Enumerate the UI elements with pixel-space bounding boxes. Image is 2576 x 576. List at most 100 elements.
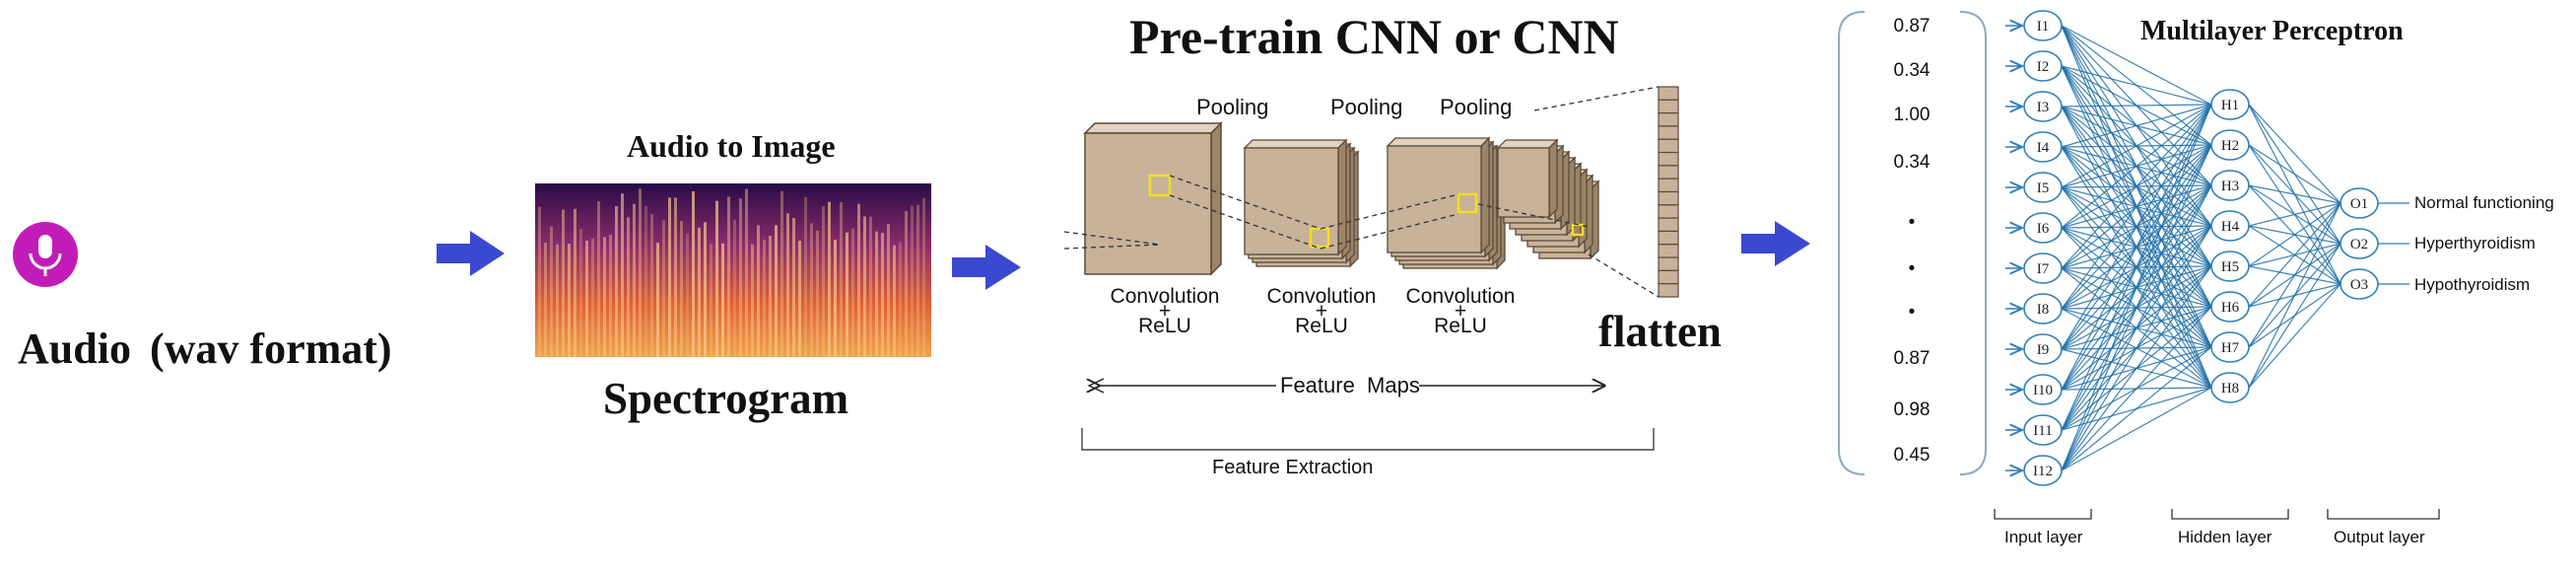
input-layer-label: Input layer bbox=[2004, 528, 2083, 546]
flatten-cell bbox=[1658, 151, 1679, 167]
pooled-feature-stack bbox=[1496, 138, 1600, 260]
spectrogram-band bbox=[574, 208, 576, 357]
spectrogram-band bbox=[710, 244, 712, 357]
spectrogram-band bbox=[727, 196, 730, 357]
microphone-icon bbox=[13, 222, 78, 287]
input-node bbox=[2023, 455, 2063, 486]
input-node-label: I7 bbox=[2037, 261, 2050, 277]
spectrogram-band bbox=[698, 227, 701, 357]
input-hidden-edge bbox=[2061, 25, 2212, 106]
spectrogram-band bbox=[834, 239, 837, 357]
feature-extraction-label: Feature Extraction bbox=[1212, 457, 1374, 478]
feature-map bbox=[1244, 147, 1339, 255]
vector-dot-2: • bbox=[1908, 258, 1916, 279]
flatten-cell bbox=[1658, 230, 1679, 246]
flatten-cell bbox=[1658, 99, 1679, 114]
input-hidden-edge bbox=[2061, 104, 2212, 391]
conv-block-2 bbox=[1243, 138, 1360, 268]
spectrogram-band bbox=[922, 197, 925, 357]
spectrogram-band bbox=[857, 203, 860, 357]
output-node bbox=[2339, 268, 2379, 300]
spectrogram-band bbox=[562, 209, 565, 357]
input-hidden-edge bbox=[2061, 306, 2212, 471]
spectrogram-band bbox=[875, 231, 878, 357]
spectrogram-band bbox=[863, 216, 866, 357]
vector-value-4: 0.34 bbox=[1893, 152, 1931, 173]
input-hidden-edge bbox=[2061, 184, 2212, 471]
arrow-cnn-to-vector bbox=[1741, 221, 1810, 266]
hidden-node bbox=[2210, 170, 2250, 201]
mlp-nodes: I1I2I3I4I5I6I7I8I9I10I11I12H1H2H3H4H5H6H… bbox=[2023, 10, 2379, 486]
spectrogram-band bbox=[704, 222, 707, 357]
spectrogram-title: Audio to Image bbox=[627, 128, 836, 164]
arrow-spectrogram-to-cnn bbox=[952, 245, 1021, 290]
hidden-layer-label: Hidden layer bbox=[2178, 528, 2272, 546]
flatten-cell bbox=[1658, 112, 1679, 127]
vector-dot-1: • bbox=[1908, 212, 1916, 233]
flatten-cell bbox=[1658, 86, 1679, 101]
spectrogram-band bbox=[911, 205, 914, 357]
feature-map-side bbox=[1480, 136, 1490, 254]
spectrogram-band bbox=[603, 237, 606, 357]
spectrogram-band bbox=[650, 214, 653, 357]
spectrogram-image bbox=[535, 183, 931, 357]
flatten-cell bbox=[1658, 269, 1679, 285]
flatten-cell bbox=[1658, 190, 1679, 206]
spectrogram-band bbox=[881, 233, 884, 357]
output-node-label: O3 bbox=[2350, 277, 2368, 293]
spectrogram-band bbox=[662, 220, 665, 357]
spectrogram-band bbox=[810, 223, 813, 357]
flatten-cell bbox=[1658, 165, 1679, 180]
hidden-output-edge bbox=[2248, 202, 2341, 389]
conv-label-3: Convolution + ReLU bbox=[1401, 286, 1520, 337]
conv-block-3 bbox=[1386, 136, 1507, 270]
spectrogram-band bbox=[680, 221, 683, 357]
hidden-output-edge bbox=[2248, 243, 2341, 389]
spectrogram-band bbox=[899, 242, 902, 357]
hidden-output-edge bbox=[2248, 202, 2341, 308]
output-label-3: Hypothyroidism bbox=[2414, 275, 2531, 294]
pooling-label-2: Pooling bbox=[1330, 95, 1403, 119]
feature-map-top bbox=[1496, 139, 1559, 149]
spectrogram-band bbox=[804, 196, 807, 357]
spectrogram-band bbox=[780, 190, 783, 357]
hidden-node bbox=[2210, 251, 2250, 282]
vector-value-5: 0.87 bbox=[1893, 348, 1931, 369]
spectrogram-band bbox=[846, 232, 848, 357]
spectrogram-band bbox=[751, 244, 754, 357]
spectrogram-band bbox=[585, 240, 588, 357]
input-node-label: I2 bbox=[2037, 59, 2050, 75]
input-hidden-edge bbox=[2061, 144, 2212, 471]
vector-dot-3: • bbox=[1908, 302, 1916, 323]
conv-label-3-relu: ReLU bbox=[1434, 315, 1487, 337]
hidden-output-edge bbox=[2248, 144, 2341, 204]
spectrogram-band bbox=[609, 235, 612, 357]
output-node bbox=[2339, 187, 2379, 219]
mlp-output-lines bbox=[2378, 202, 2409, 285]
conv-label-1: Convolution + ReLU bbox=[1106, 286, 1224, 336]
spectrogram-band bbox=[715, 200, 718, 357]
output-node-label: O1 bbox=[2350, 196, 2368, 212]
input-node-label: I9 bbox=[2037, 342, 2050, 358]
input-hidden-edge bbox=[2061, 104, 2212, 229]
hidden-node-label: H1 bbox=[2221, 98, 2239, 113]
spectrogram-band bbox=[757, 225, 760, 357]
input-hidden-edge bbox=[2061, 265, 2212, 471]
spectrogram-band bbox=[544, 243, 547, 357]
output-node bbox=[2339, 228, 2379, 259]
feature-map-top bbox=[1243, 139, 1348, 149]
hidden-node bbox=[2210, 89, 2250, 120]
arrow-audio-to-spectrogram bbox=[437, 231, 505, 276]
input-hidden-edge bbox=[2061, 225, 2212, 471]
spectrogram-band bbox=[639, 188, 642, 357]
spectrogram-band bbox=[674, 197, 677, 357]
spectrogram-band bbox=[916, 204, 919, 357]
input-node bbox=[2023, 131, 2063, 163]
spectrogram-band bbox=[769, 235, 772, 357]
audio-waveform bbox=[82, 209, 397, 300]
flatten-cell bbox=[1658, 217, 1679, 233]
flatten-cell bbox=[1658, 125, 1679, 140]
input-node bbox=[2023, 91, 2063, 122]
hidden-node-label: H5 bbox=[2221, 259, 2239, 275]
